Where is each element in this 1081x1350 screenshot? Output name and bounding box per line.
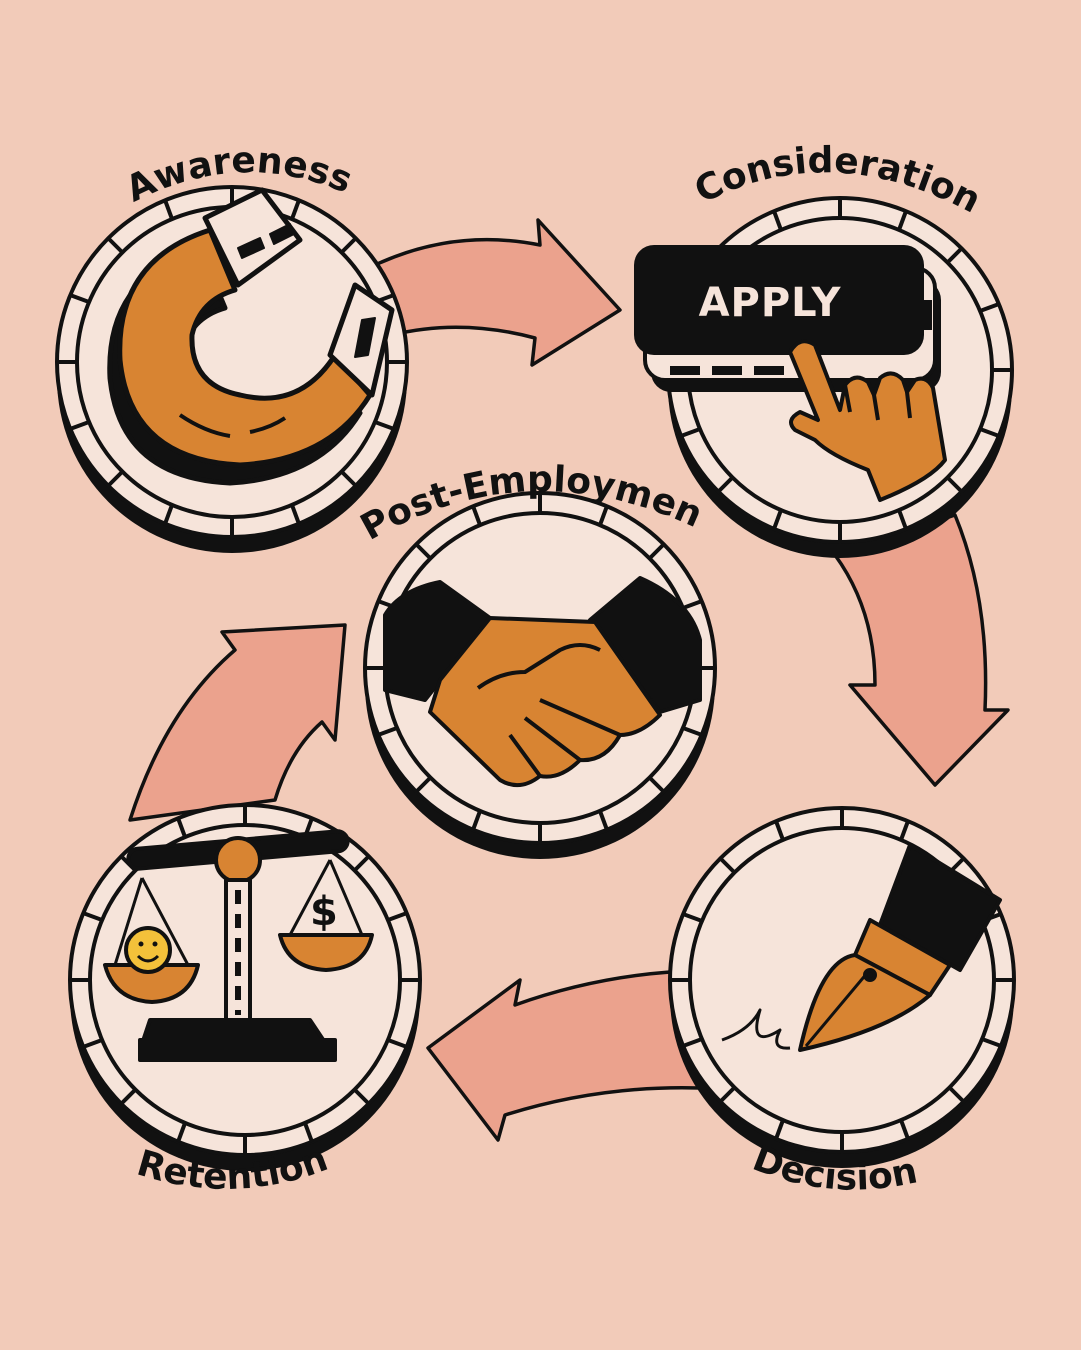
arrow-decision-to-retention xyxy=(426,970,702,1142)
arrow-consideration-to-decision xyxy=(833,513,1010,787)
dollar-sign: $ xyxy=(310,889,338,935)
magnet-icon xyxy=(107,187,395,486)
apply-button-hand-icon xyxy=(634,245,947,502)
arrows xyxy=(128,218,1010,1142)
fountain-pen-icon xyxy=(721,843,1002,1052)
arrow-retention-to-post-employment xyxy=(128,623,347,822)
balance-scale-icon: $ xyxy=(103,829,374,1062)
smiley-face-icon xyxy=(124,926,172,974)
apply-button-label: APPLY xyxy=(699,280,842,326)
pointing-hand-icon xyxy=(788,339,947,502)
handshake-icon xyxy=(383,576,702,788)
arrow-awareness-to-consideration xyxy=(373,218,622,367)
